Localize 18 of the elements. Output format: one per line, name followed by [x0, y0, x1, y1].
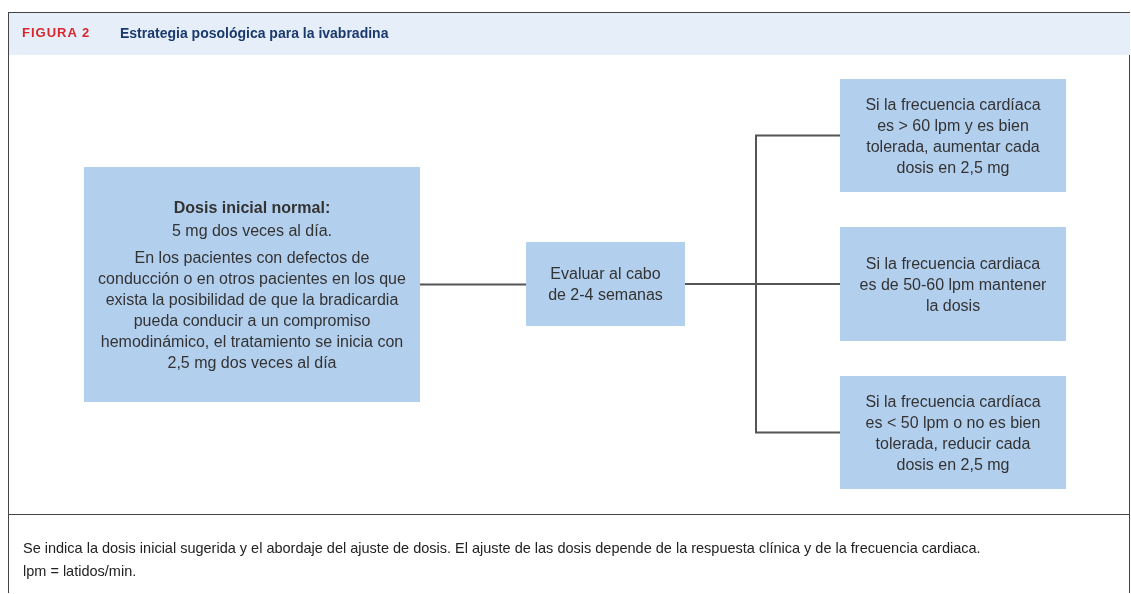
connector-line	[684, 283, 841, 434]
figure-caption: Se indica la dosis inicial sugerida y el abordaje del ajuste de dosis. El ajuste de las dosis depende de la respuesta clínica y de la frecuencia cardiaca.	[23, 540, 981, 556]
box-text: Si la frecuencia cardíaca es > 60 lpm y es bien tolerada, aumentar cada dosis en 2,5 mg	[864, 94, 1042, 178]
box-text: Evaluar al cabo de 2-4 semanas	[547, 264, 664, 305]
process-box	[840, 376, 1066, 489]
process-box	[840, 79, 1066, 192]
process-box	[526, 242, 685, 326]
box-text: Si la frecuencia cardiaca es de 50-60 lpm mantener la dosis	[858, 253, 1048, 316]
box-text: En los pacientes con defectos de conducción o en otros pacientes en los que exista la posibilidad de que la bradicardia pueda conducir a un compromiso hemodinámico, el tratamiento se inicia con 2,5 mg dos veces al día	[98, 247, 406, 373]
box-text: 5 mg dos veces al día.	[171, 220, 333, 241]
connector-line	[419, 283, 527, 286]
abbreviation-note: lpm = latidos/min.	[23, 563, 137, 579]
box-text: Si la frecuencia cardíaca es < 50 lpm o no es bien tolerada, reducir cada dosis en 2,5 mg	[864, 391, 1042, 475]
figure-number: FIGURA 2	[22, 25, 91, 40]
box-heading: Dosis inicial normal:	[173, 197, 331, 218]
process-box	[840, 227, 1066, 341]
process-box	[84, 167, 420, 402]
figure-title: Estrategia posológica para la ivabradina	[120, 25, 389, 41]
